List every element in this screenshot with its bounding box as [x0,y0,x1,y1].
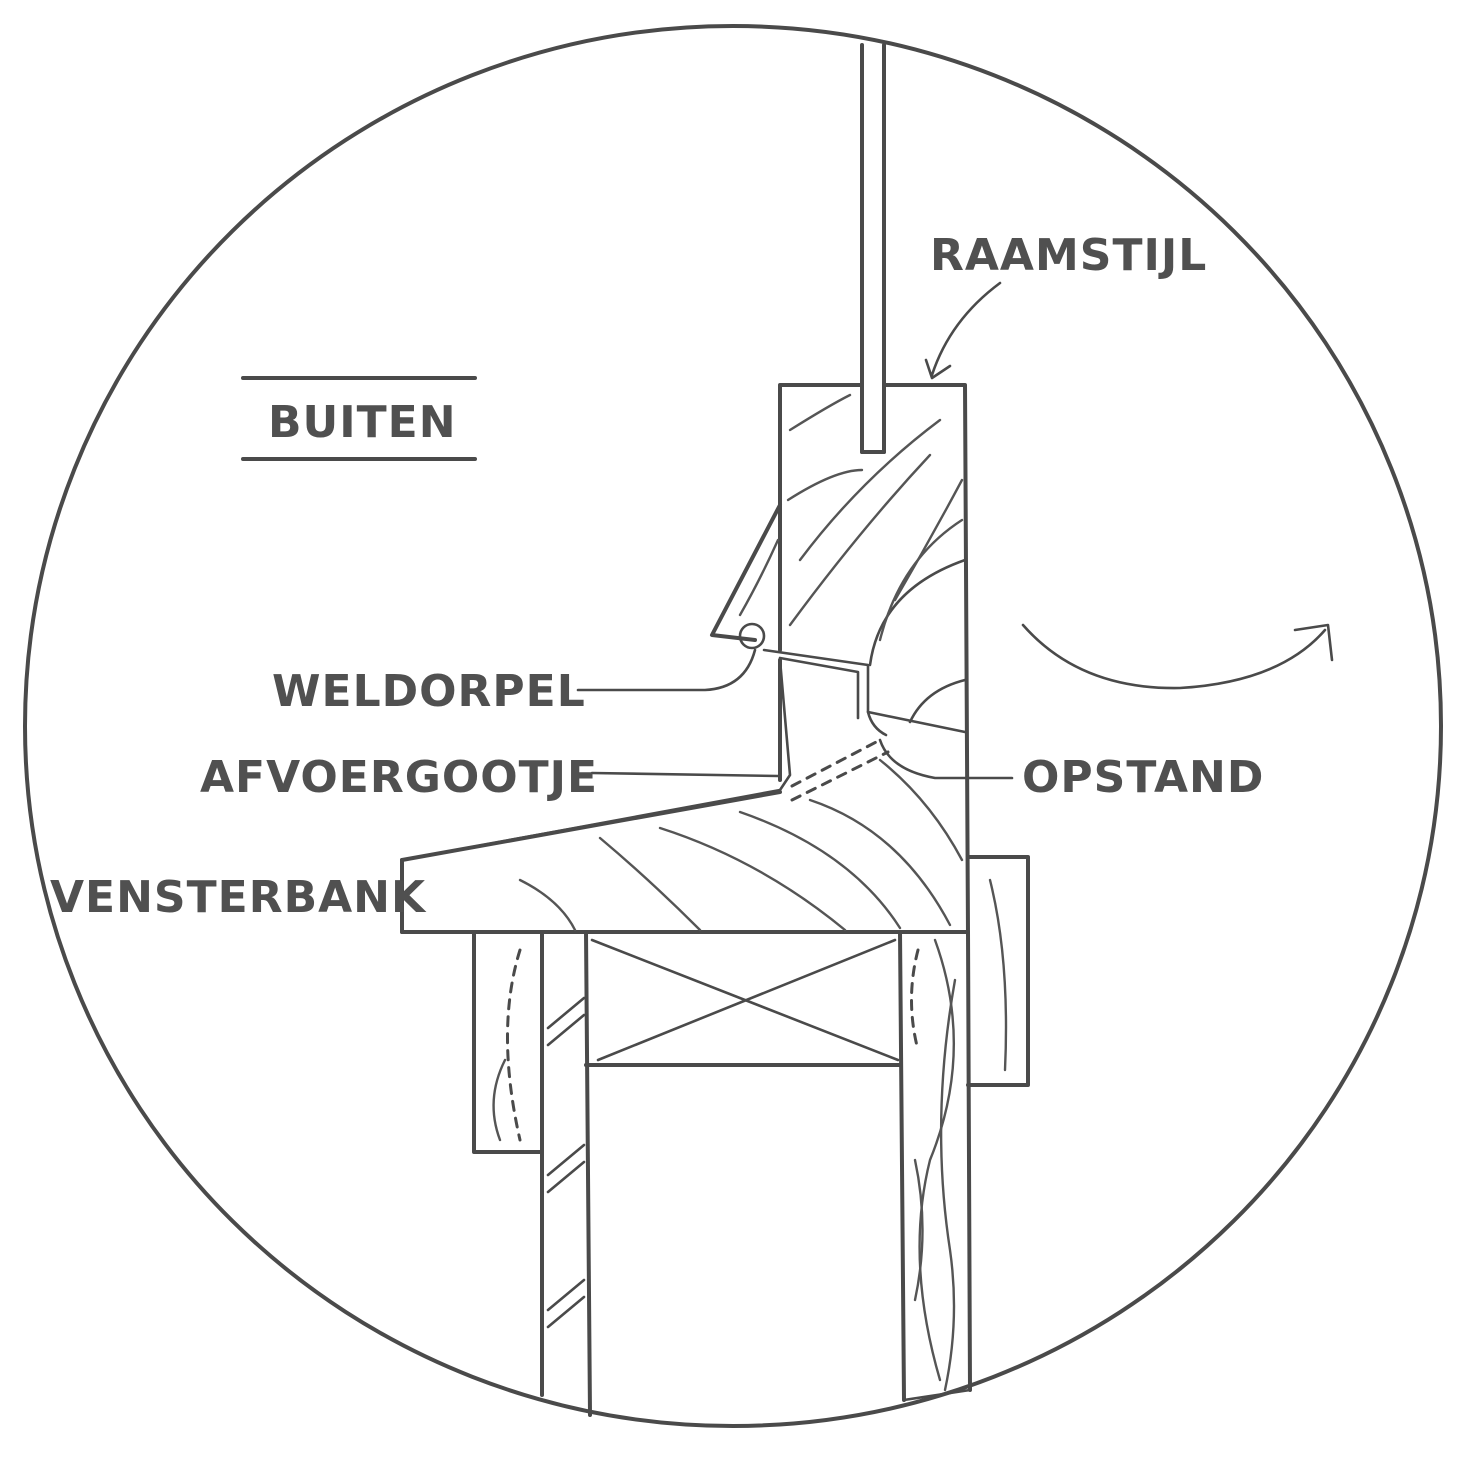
detail-circle [23,24,1443,1428]
inner-lining [966,855,1030,1087]
label-vensterbank: VENSTERBANK [50,872,427,923]
arrowhead-icon [1293,623,1334,662]
weldorpel-profile [738,622,766,650]
label-opstand: OPSTAND [1022,752,1264,803]
opstand-profile [866,710,888,737]
airflow-arrow [1021,623,1334,690]
glass-pane [860,43,886,454]
afvoergootje-channel [790,738,882,788]
raamstijl-leader [930,281,1002,377]
opstand-leader [878,738,1014,780]
weldorpel-leader [576,648,757,692]
wall-structure [472,930,972,1417]
afvoergootje-leader [590,771,780,778]
label-buiten: BUITEN [268,397,457,448]
raamstijl-arrowhead-icon [924,358,952,380]
label-weldorpel: WELDORPEL [272,666,586,717]
raamstijl-frame [710,383,970,937]
label-afvoergootje: AFVOERGOOTJE [200,752,598,803]
label-raamstijl: RAAMSTIJL [930,230,1207,281]
